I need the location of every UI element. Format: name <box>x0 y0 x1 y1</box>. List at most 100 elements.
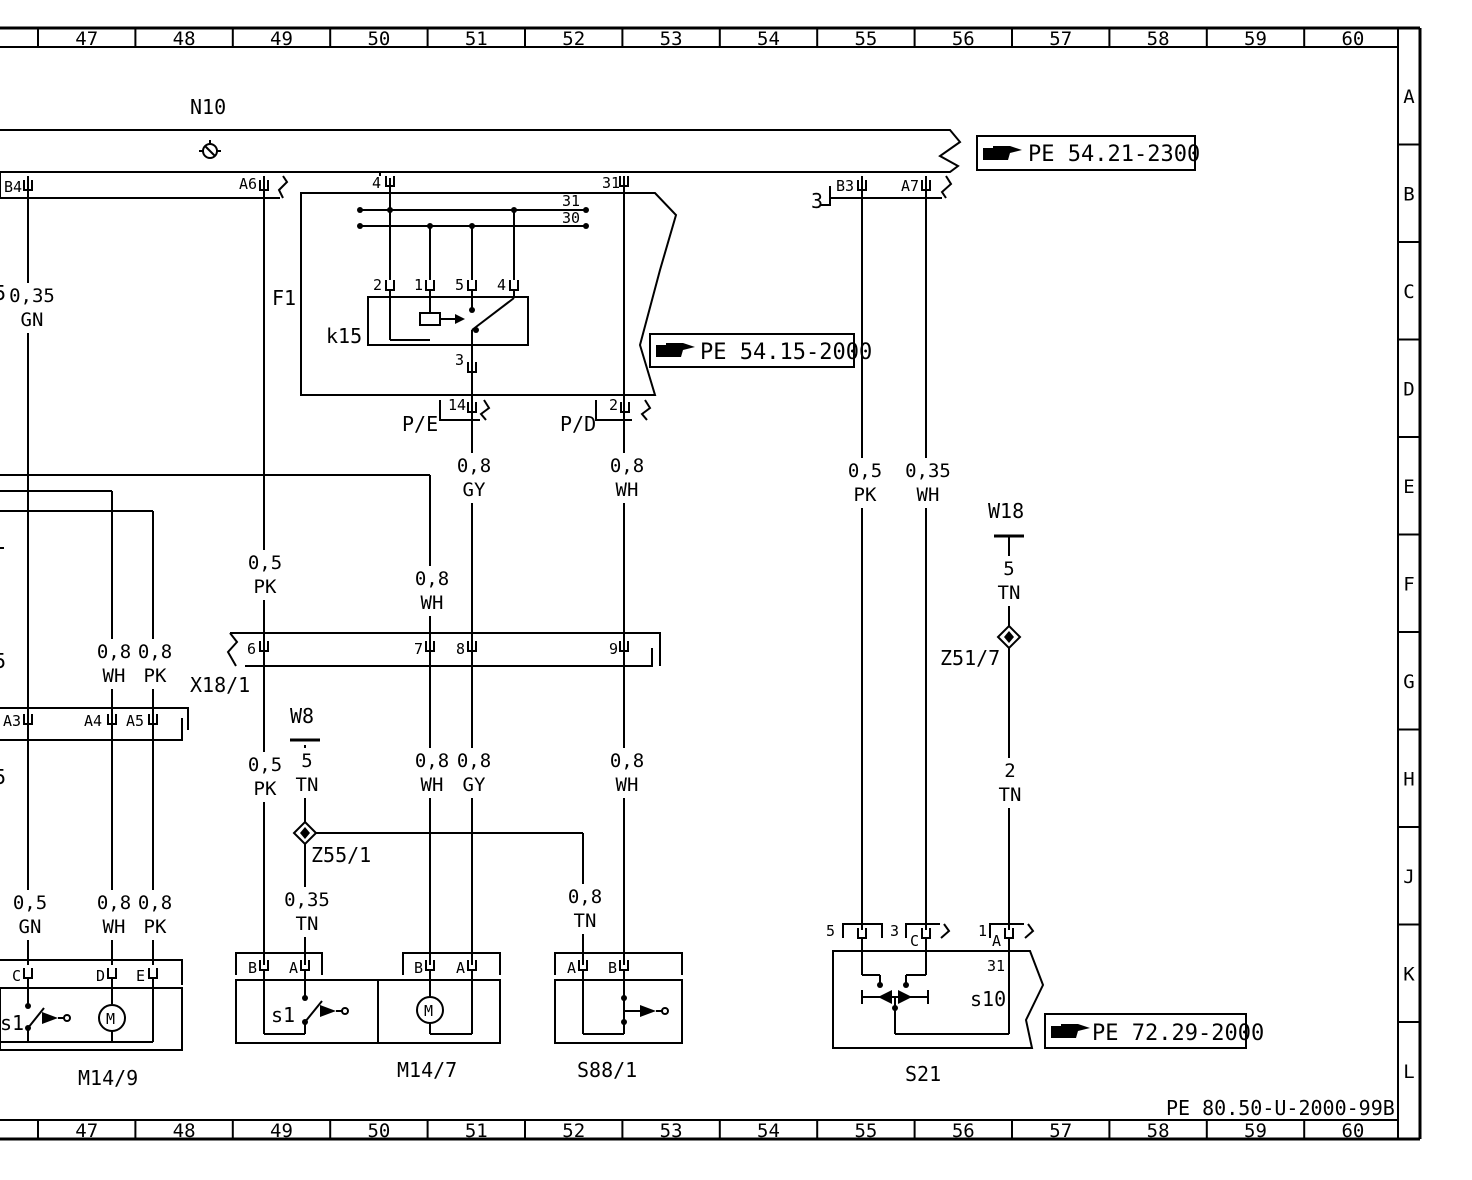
column-label: 54 <box>757 28 780 50</box>
wire-label: 5TN <box>989 556 1029 606</box>
svg-text:5: 5 <box>0 281 6 305</box>
svg-text:A4: A4 <box>84 712 102 730</box>
s88-1-component: A B S88/1 <box>554 952 683 1082</box>
wire-colour: TN <box>999 784 1022 806</box>
svg-text:C: C <box>12 967 21 985</box>
wire-gauge: 0,35 <box>9 285 55 307</box>
wire-colour: TN <box>296 913 319 935</box>
wire-gauge: 5 <box>301 750 312 772</box>
wire-colour: GY <box>463 479 486 501</box>
pointing-hand-icon <box>983 146 1022 160</box>
s88-1-label: S88/1 <box>577 1058 637 1082</box>
wire-gauge: 0,8 <box>97 892 131 914</box>
n10-label: N10 <box>190 95 226 119</box>
svg-text:B3: B3 <box>836 177 854 195</box>
wire-gauge: 0,8 <box>568 886 602 908</box>
svg-text:B: B <box>414 959 423 977</box>
wire-label: 0,8WH <box>94 890 134 940</box>
wire-label: 2TN <box>990 758 1030 808</box>
wire-colour: PK <box>254 576 277 598</box>
row-label: D <box>1403 378 1414 400</box>
wire-label: 0,8WH <box>607 453 647 503</box>
n10-pins: B4 A6 4 31 B3 A7 3 <box>4 174 931 213</box>
wires <box>0 176 1010 965</box>
drawing-frame <box>0 26 1422 1141</box>
w8-ground: W8 <box>290 704 320 742</box>
m14-9-component: C D E s1 M M14/9 <box>0 959 183 1090</box>
wire-label: 0,5GN <box>10 890 50 940</box>
svg-text:E: E <box>136 967 145 985</box>
svg-text:5: 5 <box>455 276 464 294</box>
column-label: 48 <box>173 28 196 50</box>
column-label: 60 <box>1341 1120 1364 1142</box>
wire-colour: PK <box>144 665 167 687</box>
svg-text:B4: B4 <box>4 178 22 196</box>
column-label: 59 <box>1244 28 1267 50</box>
w8-label: W8 <box>290 704 314 728</box>
svg-text:s10: s10 <box>970 987 1006 1011</box>
svg-text:5: 5 <box>0 649 6 673</box>
row-label: A <box>1403 86 1415 108</box>
wire-gauge: 0,8 <box>457 455 491 477</box>
svg-text:A: A <box>289 959 298 977</box>
k15-label: k15 <box>326 324 362 348</box>
column-label: 53 <box>660 28 683 50</box>
svg-text:A5: A5 <box>126 712 144 730</box>
m14-7-component: B A B A s1 M M14/7 <box>235 952 501 1082</box>
svg-text:C: C <box>910 932 919 950</box>
wire-gauge: 0,5 <box>13 892 47 914</box>
svg-text:1: 1 <box>978 922 987 940</box>
wire-gauge: 0,8 <box>610 455 644 477</box>
column-label: 47 <box>75 1120 98 1142</box>
wire-gauge: 0,8 <box>610 750 644 772</box>
row-label: G <box>1403 671 1414 693</box>
wire-colour: GN <box>21 309 44 331</box>
svg-text:A3: A3 <box>3 712 21 730</box>
wire-label: 0,8GY <box>454 453 494 503</box>
svg-text:D: D <box>96 967 105 985</box>
f1-connectors: P/E 14 P/D 2 <box>402 396 652 436</box>
wire-gauge: 0,8 <box>415 568 449 590</box>
svg-text:9: 9 <box>609 640 618 658</box>
column-label: 49 <box>270 28 293 50</box>
reference-text: PE 54.15-2000 <box>700 340 872 365</box>
sheet-identifier: PE 80.50-U-2000-99B <box>1166 1096 1395 1120</box>
z51-7-splice: Z51/7 <box>940 624 1022 670</box>
reference-pe-54-21-2300: PE 54.21-2300 <box>976 135 1200 171</box>
column-label: 48 <box>173 1120 196 1142</box>
svg-text:s1: s1 <box>0 1011 24 1035</box>
x18-1-connector: 6 7 8 9 X18/1 <box>190 632 661 697</box>
svg-text:3: 3 <box>455 351 464 369</box>
row-label: B <box>1403 183 1414 205</box>
column-label: 51 <box>465 1120 488 1142</box>
wire-colour: GN <box>19 916 42 938</box>
z51-7-label: Z51/7 <box>940 646 1000 670</box>
wire-label: 0,8TN <box>565 884 605 934</box>
w18-ground: W18 <box>988 499 1024 548</box>
svg-text:A7: A7 <box>901 177 919 195</box>
row-label: E <box>1403 476 1414 498</box>
wire-label: 0,8WH <box>412 566 452 616</box>
z55-1-label: Z55/1 <box>311 843 371 867</box>
wire-gauge: 0,8 <box>415 750 449 772</box>
wire-label: 0,8WH <box>607 748 647 798</box>
svg-text:1: 1 <box>414 276 423 294</box>
f1-label: F1 <box>272 286 296 310</box>
svg-text:A: A <box>992 932 1001 950</box>
row-label: H <box>1403 768 1414 790</box>
wire-colour: WH <box>616 774 639 796</box>
wire-label: 0,8WH <box>412 748 452 798</box>
svg-text:4: 4 <box>372 174 381 192</box>
wire-gauge: 5 <box>1003 558 1014 580</box>
row-label: J <box>1403 866 1414 888</box>
wire-gauge: 0,5 <box>248 754 282 776</box>
svg-text:s1: s1 <box>271 1003 295 1027</box>
z55-1-splice: Z55/1 <box>292 820 371 867</box>
column-label: 56 <box>952 1120 975 1142</box>
svg-text:P/E: P/E <box>402 412 438 436</box>
column-label: 60 <box>1341 28 1364 50</box>
